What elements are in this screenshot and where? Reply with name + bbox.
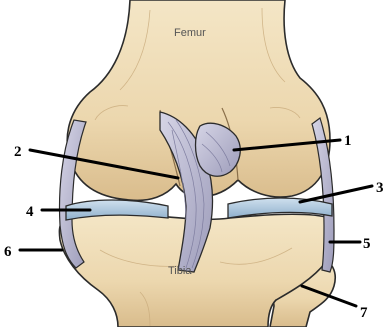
callout-4: 4	[26, 204, 34, 220]
callout-7: 7	[360, 305, 368, 321]
tibia-label: Tibia	[168, 265, 192, 277]
callout-5: 5	[363, 236, 371, 252]
callout-3: 3	[376, 180, 384, 196]
callout-1: 1	[344, 133, 352, 149]
callout-2: 2	[14, 144, 22, 160]
leader-line-3	[300, 186, 372, 202]
callout-6: 6	[4, 244, 12, 260]
femur-label: Femur	[174, 27, 206, 39]
